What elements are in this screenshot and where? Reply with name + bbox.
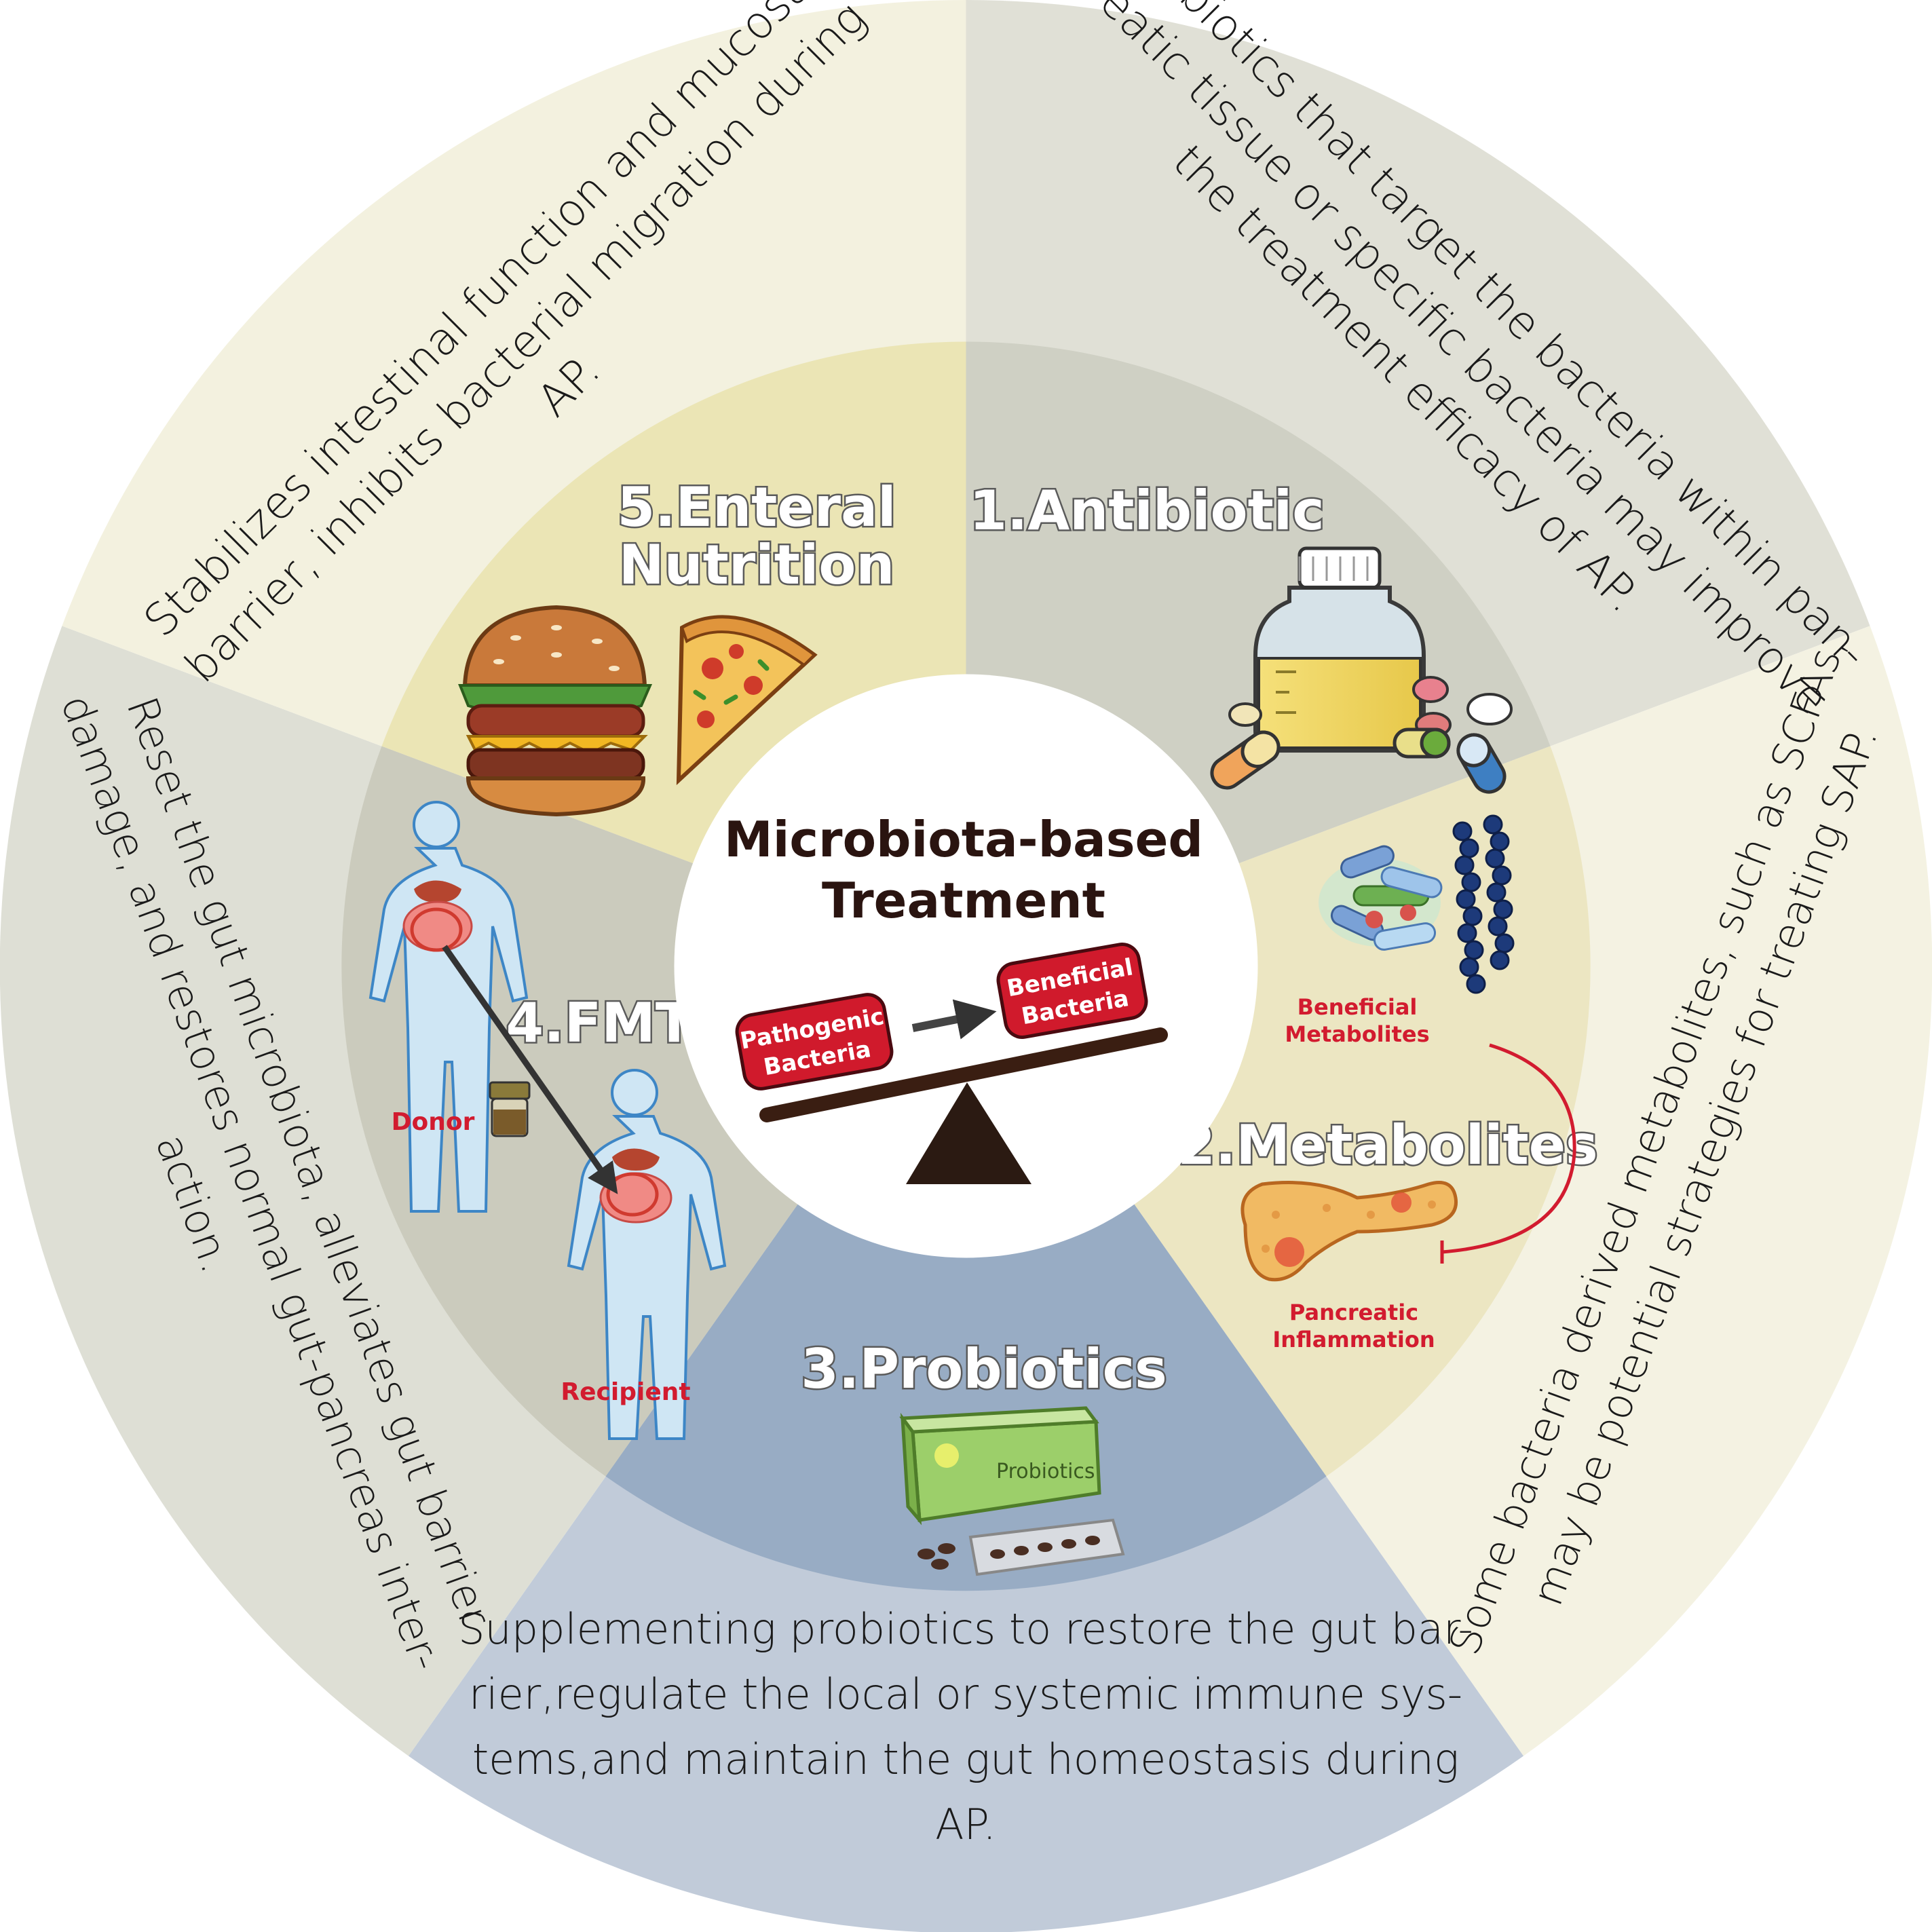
beneficial-bacteria-tag: Beneficial Bacteria xyxy=(996,943,1148,1039)
balance-scale-icon xyxy=(759,1027,1168,1184)
recipient-gut-icon xyxy=(599,1148,673,1224)
fmt-title: 4.FMT xyxy=(506,991,693,1055)
probiotics-box-label: Probiotics xyxy=(996,1460,1095,1483)
center-title-line-2: Treatment xyxy=(822,872,1105,929)
pathogenic-bacteria-tag: Pathogenic Bacteria xyxy=(735,993,894,1091)
bacteria-cluster-icon xyxy=(1319,845,1443,951)
pills-icon xyxy=(1210,676,1513,794)
inhibition-arrow xyxy=(1441,1043,1576,1254)
metabolite-chain-icon xyxy=(1452,814,1515,994)
probiotics-description: Supplementing probiotics to restore the … xyxy=(458,1604,1473,1849)
probiotics-title: 3.Probiotics xyxy=(801,1338,1167,1401)
probiotics-box-icon: Probiotics xyxy=(899,1406,1101,1526)
fmt-transfer-arrow xyxy=(442,945,618,1194)
donor-label: Donor xyxy=(392,1108,475,1136)
beneficial-metabolites-label-1: Beneficial xyxy=(1298,994,1418,1020)
enteral-title-line-2: Nutrition xyxy=(619,533,895,596)
probiotic-blister-icon xyxy=(917,1518,1125,1576)
probiotics-desc-line-4: AP. xyxy=(935,1800,996,1849)
pancreatic-inflammation-label-2: Inflammation xyxy=(1272,1327,1435,1352)
beneficial-metabolites-label-2: Metabolites xyxy=(1285,1021,1429,1047)
recipient-label: Recipient xyxy=(561,1378,690,1406)
pizza-slice-icon xyxy=(676,615,818,786)
donor-gut-icon xyxy=(402,880,473,952)
pancreas-icon xyxy=(1240,1181,1458,1282)
center-circle xyxy=(674,674,1258,1258)
stool-sample-jar-icon xyxy=(489,1081,531,1137)
probiotics-inner-sector xyxy=(605,966,1327,1591)
center-title-line-1: Microbiota-based xyxy=(724,811,1203,868)
probiotics-desc-line-2: rier,regulate the local or systemic immu… xyxy=(469,1669,1462,1719)
shift-arrow xyxy=(911,999,997,1040)
antibiotic-title: 1.Antibiotic xyxy=(969,479,1324,542)
probiotics-desc-line-1: Supplementing probiotics to restore the … xyxy=(458,1604,1473,1654)
burger-icon xyxy=(458,605,653,817)
enteral-title-line-1: 5.Enteral xyxy=(617,476,896,539)
metabolites-title: 2.Metabolites xyxy=(1177,1114,1597,1177)
probiotics-desc-line-3: tems,and maintain the gut homeostasis du… xyxy=(472,1735,1459,1784)
pancreatic-inflammation-label-1: Pancreatic xyxy=(1289,1300,1418,1325)
